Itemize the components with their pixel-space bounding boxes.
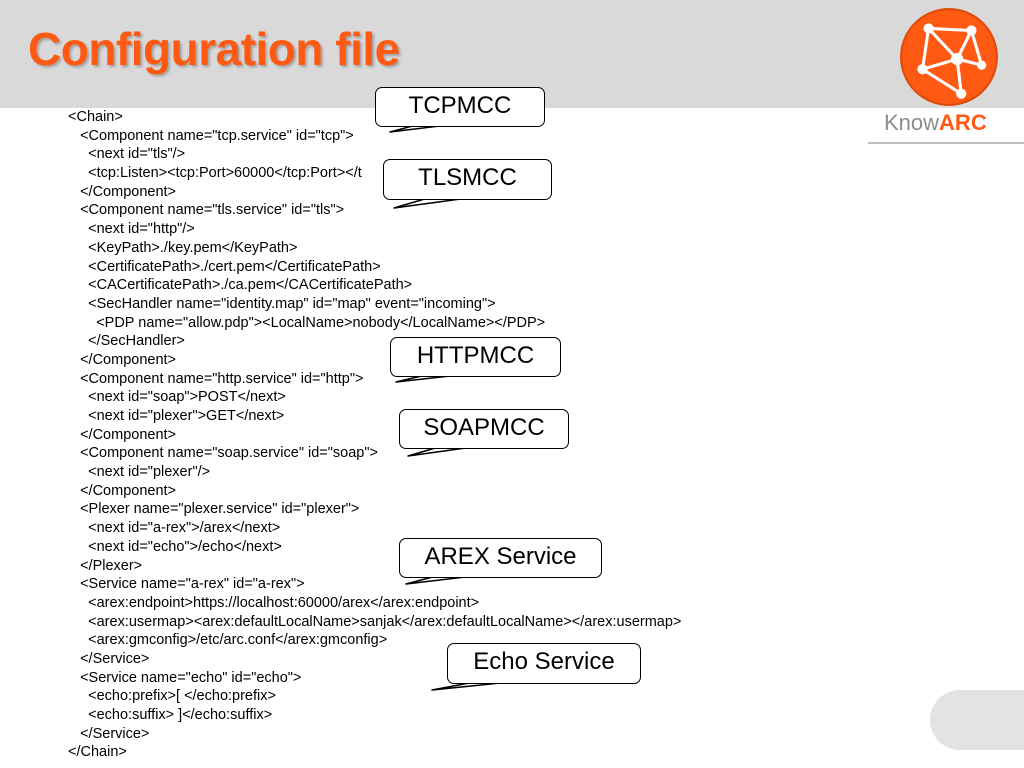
code-line: <tcp:Listen><tcp:Port>60000</tcp:Port></…: [68, 165, 362, 182]
code-line: </Chain>: [68, 744, 127, 761]
code-line: <KeyPath>./key.pem</KeyPath>: [68, 239, 298, 256]
code-line: <next id="tls"/>: [68, 146, 186, 163]
code-line: <Service name="a-rex" id="a-rex">: [68, 576, 305, 593]
code-line: </SecHandler>: [68, 333, 185, 350]
code-line: <echo:prefix>[ </echo:prefix>: [68, 688, 276, 705]
callout-tcpmcc: TCPMCC: [375, 87, 545, 127]
code-line: <next id="echo">/echo</next>: [68, 538, 282, 555]
logo-arc-text: ARC: [939, 110, 987, 135]
code-line: <arex:usermap><arex:defaultLocalName>san…: [68, 613, 682, 630]
code-line: <PDP name="allow.pdp"><LocalName>nobody<…: [68, 314, 546, 331]
code-line: <next id="soap">POST</next>: [68, 389, 286, 406]
code-line: <next id="http"/>: [68, 221, 195, 238]
code-line: <Component name="soap.service" id="soap"…: [68, 445, 378, 462]
callout-httpmcc: HTTPMCC: [390, 337, 561, 377]
code-line: </Component>: [68, 183, 177, 200]
logo-divider: [868, 142, 1024, 144]
code-line: </Component>: [68, 351, 177, 368]
code-line: <next id="plexer"/>: [68, 464, 211, 481]
code-line: <Component name="tls.service" id="tls">: [68, 202, 345, 219]
callout-tlsmcc: TLSMCC: [383, 159, 552, 200]
callout-arex-service: AREX Service: [399, 538, 602, 578]
code-line: <arex:gmconfig>/etc/arc.conf</arex:gmcon…: [68, 632, 388, 649]
corner-decoration: [930, 690, 1024, 750]
code-line: </Service>: [68, 650, 150, 667]
callout-echo-service: Echo Service: [447, 643, 641, 684]
code-line: <next id="plexer">GET</next>: [68, 408, 285, 424]
code-line: <arex:endpoint>https://localhost:60000/a…: [68, 594, 480, 611]
code-line: </Plexer>: [68, 557, 143, 574]
logo-know-text: Know: [884, 110, 940, 135]
code-line: <echo:suffix> ]</echo:suffix>: [68, 707, 273, 723]
code-line: </Component>: [68, 482, 177, 499]
code-line: <CACertificatePath>./ca.pem</CACertifica…: [68, 277, 413, 294]
code-line: </Component>: [68, 426, 177, 443]
knowarc-globe-icon: [900, 8, 998, 106]
code-line: <Component name="http.service" id="http"…: [68, 370, 364, 387]
code-line: <Component name="tcp.service" id="tcp">: [68, 127, 354, 144]
code-line: <SecHandler name="identity.map" id="map"…: [68, 295, 496, 312]
code-line: <CertificatePath>./cert.pem</Certificate…: [68, 258, 381, 275]
code-line: </Service>: [68, 725, 150, 742]
knowarc-logo: KnowARC: [884, 112, 987, 134]
callout-soapmcc: SOAPMCC: [399, 409, 569, 449]
code-line: <Plexer name="plexer.service" id="plexer…: [68, 501, 360, 518]
code-line: <Chain>: [68, 109, 123, 125]
config-code-block: <Chain> <Component name="tcp.service" id…: [68, 108, 681, 762]
code-line: <next id="a-rex">/arex</next>: [68, 520, 281, 537]
slide-title: Configuration file: [28, 23, 400, 75]
code-line: <Service name="echo" id="echo">: [68, 669, 302, 686]
